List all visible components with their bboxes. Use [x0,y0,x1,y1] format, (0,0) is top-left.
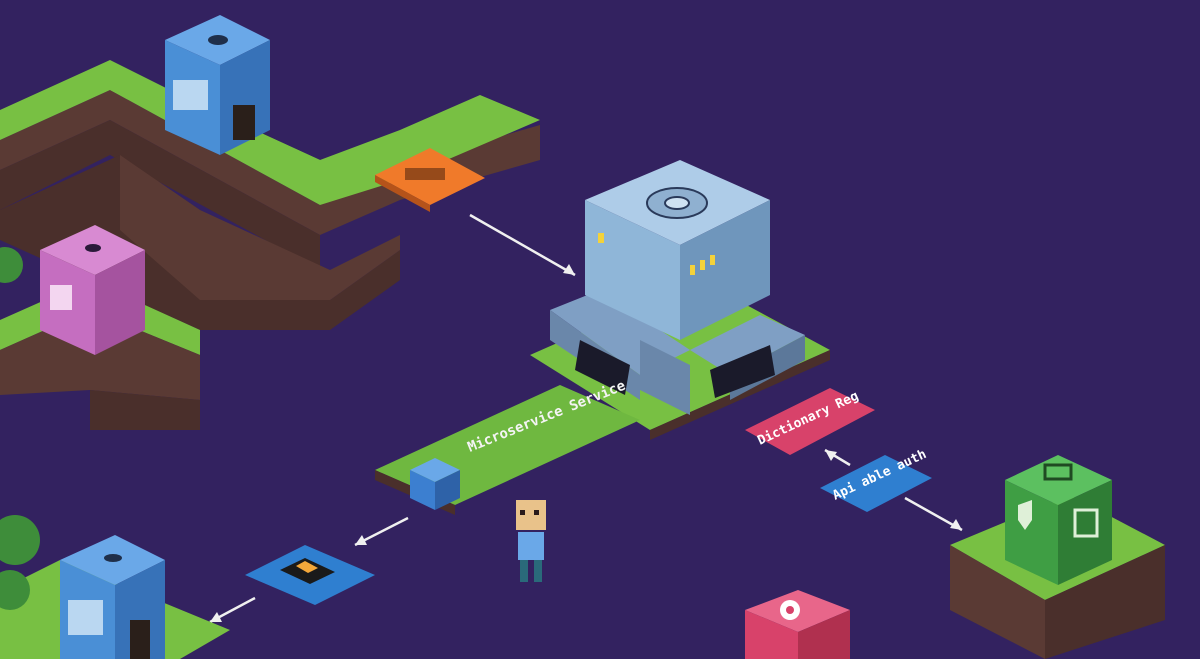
microchip-icon[interactable] [245,545,375,605]
blue-data-cube-icon[interactable] [410,458,460,510]
blue-server-bottom[interactable] [60,535,165,659]
dictionary-sign[interactable]: Dictionary Reg [745,388,875,455]
pixel-character-icon[interactable] [516,500,546,582]
central-hub[interactable] [550,160,805,415]
green-security-block[interactable] [1005,455,1112,585]
red-gear-block[interactable] [745,590,850,659]
connection-arrows [209,213,963,624]
blue-server-top[interactable] [165,15,270,155]
pink-server[interactable] [40,225,145,355]
orange-keycard-icon[interactable] [375,148,485,212]
